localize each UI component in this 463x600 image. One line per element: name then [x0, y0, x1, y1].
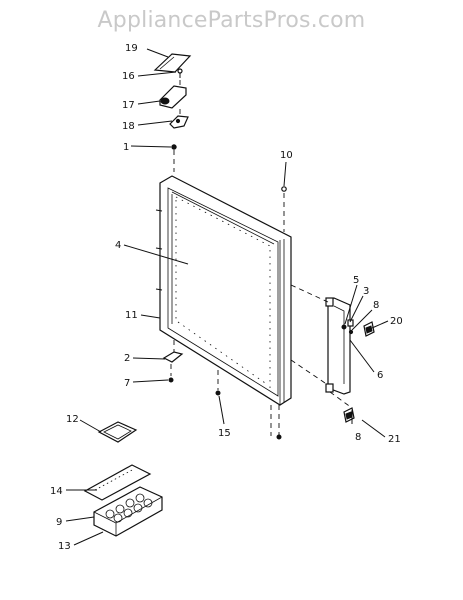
leader-15 — [218, 395, 225, 425]
ice-cube-tray — [93, 486, 163, 537]
callout-16: 16 — [122, 71, 135, 82]
callout-20: 20 — [390, 316, 403, 327]
panel-screws-left — [155, 209, 163, 291]
handle-leader-dashed — [290, 359, 329, 386]
leader-9 — [65, 516, 95, 522]
bottom-hinge — [162, 340, 184, 383]
callout-3: 3 — [363, 286, 369, 297]
leader-1 — [130, 145, 172, 148]
callout-18: 18 — [122, 121, 135, 132]
leader-12 — [79, 419, 102, 433]
leader-17 — [137, 100, 161, 105]
hinge-spacer — [169, 115, 189, 129]
leader-6 — [349, 339, 375, 373]
door-panel — [159, 175, 292, 406]
bottom-screw — [215, 370, 221, 396]
handle-leader-dashed — [329, 391, 353, 409]
callout-8-top: 8 — [373, 300, 379, 311]
leader-10 — [283, 161, 287, 187]
callout-12: 12 — [66, 414, 79, 425]
ice-tray-cover — [97, 421, 138, 443]
callout-4: 4 — [115, 240, 121, 251]
watermark-logo: AppliancePartsPros.com — [97, 8, 366, 33]
handle-leader-dashed — [290, 284, 329, 303]
callout-17: 17 — [122, 100, 135, 111]
callout-11: 11 — [125, 310, 138, 321]
top-hinge-cover — [153, 53, 192, 73]
leader-20 — [371, 320, 389, 329]
leader-8a — [351, 309, 373, 331]
leader-13 — [73, 531, 104, 546]
leader-21 — [361, 419, 386, 438]
handle-end-cap-top — [363, 321, 375, 337]
callout-5: 5 — [353, 275, 359, 286]
top-hinge-bracket — [159, 85, 187, 109]
leader-16 — [137, 71, 177, 77]
callout-15: 15 — [218, 428, 231, 439]
callout-14: 14 — [50, 486, 63, 497]
guide-screw — [276, 434, 282, 440]
callout-13: 13 — [58, 541, 71, 552]
screw-right-top — [281, 186, 287, 232]
leader-18 — [137, 120, 173, 126]
callout-19: 19 — [125, 43, 138, 54]
leader-5 — [344, 284, 358, 325]
callout-21: 21 — [388, 434, 401, 445]
callout-1: 1 — [123, 142, 129, 153]
callout-8-bottom: 8 — [355, 432, 361, 443]
door-handle — [325, 297, 351, 395]
leader-11 — [140, 314, 161, 319]
leader-4 — [123, 244, 189, 265]
handle-screw-set — [341, 319, 354, 335]
leader-19 — [146, 48, 169, 58]
leader-7 — [132, 379, 169, 383]
hinge-screw — [177, 68, 183, 78]
callout-10: 10 — [280, 150, 293, 161]
callout-2: 2 — [124, 353, 130, 364]
leader-2 — [132, 357, 166, 360]
ice-tray-lid — [83, 464, 152, 501]
leader-3 — [349, 295, 364, 323]
screw-top — [171, 144, 177, 172]
callout-7: 7 — [124, 378, 130, 389]
callout-6: 6 — [377, 370, 383, 381]
callout-9: 9 — [56, 517, 62, 528]
